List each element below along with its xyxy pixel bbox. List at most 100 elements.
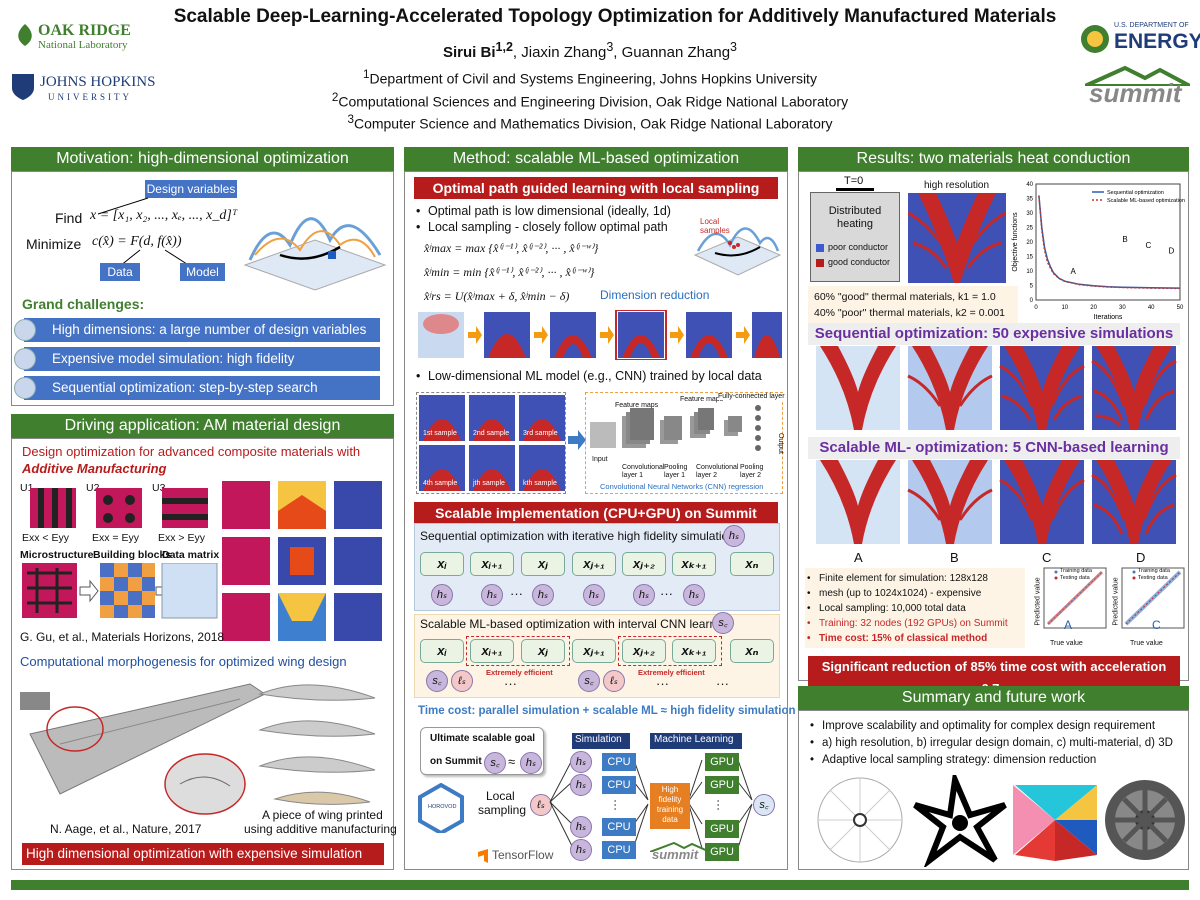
optimization-surface-plot	[243, 217, 387, 291]
bullet-circle-icon	[14, 319, 36, 341]
author-2: Jiaxin Zhang	[521, 44, 607, 61]
sequential-topologies-image	[816, 346, 1177, 430]
cnn-fc-layer: Fully-connected layer	[718, 393, 785, 400]
legend-label-1: Scalable ML-based optimization	[1107, 198, 1185, 204]
doe-logo-text: U.S. DEPARTMENT OF	[1114, 22, 1189, 29]
grand-challenges-title: Grand challenges:	[22, 296, 145, 312]
bullet-circle-icon	[14, 377, 36, 399]
hpc-hs-2: hₛ	[570, 774, 592, 796]
ornl-leaf-icon	[18, 24, 32, 46]
author-3: Guannan Zhang	[621, 44, 731, 61]
summary-bullet-1: Improve scalability and optimality for c…	[808, 718, 1186, 735]
y-tick-label-8: 40	[1026, 182, 1033, 188]
gpu-2: GPU	[705, 776, 739, 794]
method-bullets-1: Optimal path is low dimensional (ideally…	[414, 203, 694, 235]
scatter-a-xlabel: True value	[1050, 640, 1083, 647]
jhu-logo-text: JOHNS HOPKINS	[40, 74, 156, 90]
scatter-a-test: Testing data	[1060, 575, 1090, 581]
gpu-dots: ···	[712, 799, 726, 811]
scatter-c-ylabel: Predicted value	[1112, 577, 1120, 626]
summary-head: Summary and future work	[798, 686, 1189, 710]
ml-dots-2: ···	[656, 676, 669, 691]
ml-node-6: xₖ₊₁	[672, 639, 716, 663]
time-cost-summary: Time cost: parallel simulation + scalabl…	[418, 705, 796, 717]
hpc-sc: s꜀	[753, 794, 775, 816]
gpu-1: GPU	[705, 753, 739, 771]
summit-logo: summit	[1085, 64, 1190, 108]
high-resolution-label: high resolution	[924, 180, 990, 191]
cpu-3: CPU	[602, 818, 636, 836]
horovod-logo-icon	[418, 783, 464, 833]
y-tick-label-7: 35	[1026, 197, 1033, 203]
e2-label: Exx = Eyy	[92, 532, 139, 544]
minimize-equation: c(x̂) = F(d, f(x̂))	[92, 234, 182, 249]
cnn-conv-2: Convolutional layer 2	[696, 464, 739, 479]
seq-results-title: Sequential optimization: 50 expensive si…	[808, 323, 1180, 345]
result-label-b: B	[950, 550, 959, 565]
k1-text: 60% "good" thermal materials, k1 = 1.0	[814, 291, 996, 303]
doe-logo-sub: ENERGY	[1114, 30, 1200, 53]
summary-bullet-1b: a) high resolution, b) irregular design …	[808, 735, 1186, 752]
y-tick-label-3: 15	[1026, 255, 1033, 261]
authors: Sirui Bi1,2, Jiaxin Zhang3, Guannan Zhan…	[443, 40, 737, 61]
doe-logo: U.S. DEPARTMENT OF ENERGY	[1080, 22, 1200, 58]
citation-aage: N. Aage, et al., Nature, 2017	[50, 822, 202, 836]
hpc-flow-lines	[549, 759, 753, 849]
morphogenesis-title: Computational morphogenesis for optimize…	[20, 654, 347, 669]
find-equation: x = [x₁, x₂, ..., xₑ, ..., x_d]ᵀ	[90, 208, 238, 223]
result-bullet-3: Local sampling: 10,000 total data	[805, 601, 1035, 616]
footer-bar	[11, 880, 1189, 890]
ornl-logo-text: OAK RIDGE	[38, 22, 131, 39]
ml-node-2: xᵢ₊₁	[470, 639, 514, 663]
result-label-d: D	[1136, 550, 1146, 565]
results-bullets: Finite element for simulation: 128x128 m…	[805, 571, 1035, 646]
method-head: Method: scalable ML-based optimization	[404, 147, 788, 171]
challenge-2-text: Expensive model simulation: high fidelit…	[52, 351, 295, 366]
distributed-heating: Distributed heating	[828, 205, 882, 230]
efficient-bracket-1	[466, 636, 570, 666]
cnn-pool-1: Pooling layer 1	[664, 464, 688, 479]
scatter-a-label: A	[1064, 618, 1073, 632]
local-samples-label: Local samples	[700, 217, 730, 235]
data-matrix-label: Data matrix	[162, 549, 220, 561]
data-label: Data	[100, 263, 140, 281]
seq-node-7: xₙ	[730, 552, 774, 576]
tensorflow-text: TensorFlow	[492, 848, 554, 862]
y-tick-label-4: 20	[1026, 240, 1033, 246]
minimize-label: Minimize	[26, 236, 82, 252]
result-label-a: A	[854, 550, 863, 565]
method-bullets-2: Low-dimensional ML model (e.g., CNN) tra…	[414, 368, 778, 384]
challenge-sequential: Sequential optimization: step-by-step se…	[14, 376, 380, 400]
cnn-output: Output	[777, 432, 785, 455]
hifi-training-data: High fidelity training data	[656, 785, 684, 824]
ml-label-bg	[650, 733, 742, 749]
goal-line-2: on Summit	[430, 756, 482, 767]
gpu-3: GPU	[705, 820, 739, 838]
seq-hs-3: hₛ	[532, 584, 554, 606]
ml-node-1: xᵢ	[420, 639, 464, 663]
ml-node-7: xₙ	[730, 639, 774, 663]
composite-design-grid-image	[222, 481, 382, 641]
method-eq-1: x̂ʲmax = max {x̂⁽ʲ⁻¹⁾, x̂⁽ʲ⁻²⁾, ··· , x̂…	[424, 241, 599, 255]
goal-hs: hₛ	[520, 752, 542, 774]
y-tick-label-0: 0	[1030, 298, 1034, 304]
cpu-4: CPU	[602, 841, 636, 859]
affiliation-1: 1Department of Civil and Systems Enginee…	[240, 68, 940, 87]
efficient-bracket-2	[618, 636, 722, 666]
driving-line-2: Additive Manufacturing	[22, 461, 167, 476]
microstructure-label: Microstructure	[20, 549, 94, 561]
simulation-label: Simulation	[575, 734, 622, 745]
method-bullet-2: Local sampling - closely follow optimal …	[414, 219, 694, 235]
t0-line	[836, 188, 874, 191]
scatter-c-label: C	[1152, 618, 1161, 632]
sample-label-2: 2nd sample	[473, 430, 510, 437]
topology-evolution-strip	[418, 310, 782, 360]
hs-symbol-1: hₛ	[723, 525, 745, 547]
author-1: Sirui Bi	[443, 44, 496, 61]
arrow-right-icon	[568, 430, 586, 450]
y-tick-label-5: 25	[1026, 226, 1033, 232]
material-info-box	[808, 286, 1018, 324]
k2-text: 40% "poor" thermal materials, k2 = 0.001	[814, 307, 1006, 319]
series-line-1	[1038, 195, 1181, 290]
